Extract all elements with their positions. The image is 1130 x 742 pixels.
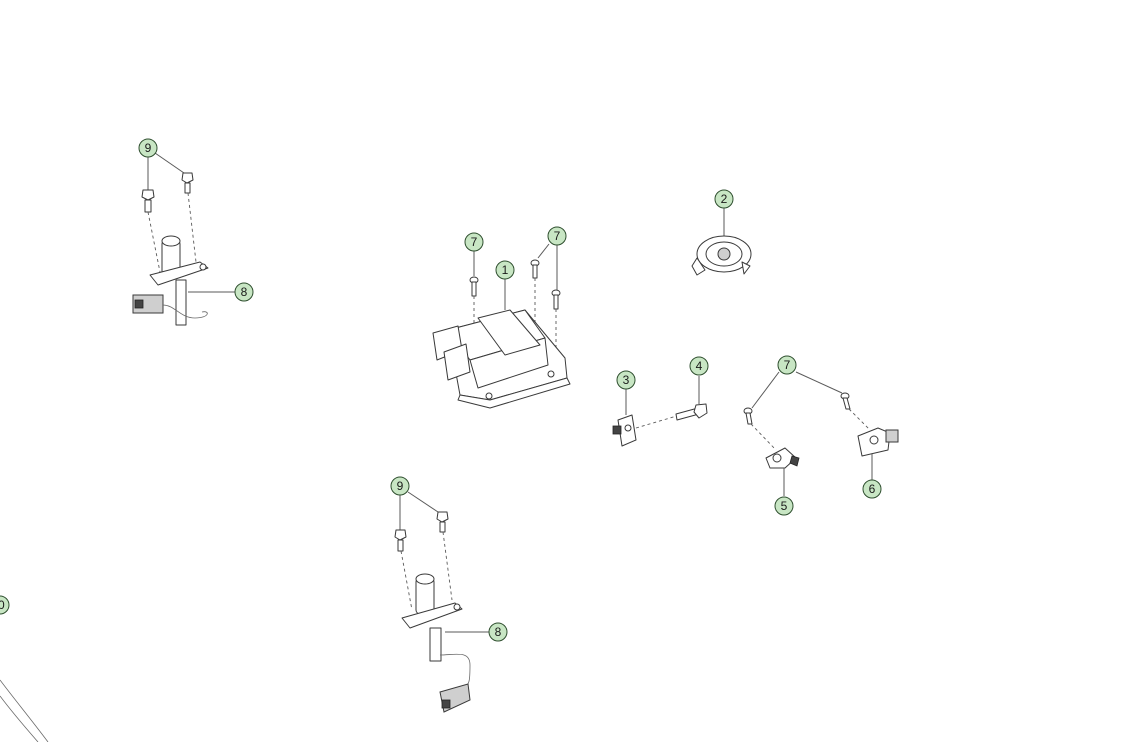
impact-sensor-3 bbox=[612, 389, 681, 447]
callout-3: 3 bbox=[616, 370, 636, 390]
callout-8-upper: 8 bbox=[234, 282, 254, 302]
side-sensor-group bbox=[743, 371, 899, 496]
svg-text:3: 3 bbox=[623, 373, 630, 387]
callout-7-module-left: 7 bbox=[464, 232, 484, 252]
svg-text:5: 5 bbox=[781, 499, 788, 513]
bolt-9-right bbox=[181, 172, 194, 194]
callout-1: 1 bbox=[495, 260, 515, 280]
screw-7-module-left bbox=[469, 276, 479, 297]
control-module bbox=[432, 243, 571, 409]
svg-text:6: 6 bbox=[869, 482, 876, 496]
svg-text:10: 10 bbox=[0, 598, 5, 612]
bolt-4 bbox=[675, 376, 708, 421]
callout-9-lower: 9 bbox=[390, 476, 410, 496]
sensor-assembly-lower bbox=[394, 491, 489, 713]
screw-7-sensor-left bbox=[743, 407, 753, 425]
bolt-9-lower-right bbox=[436, 511, 449, 533]
callout-10-partial: 10 bbox=[0, 595, 10, 615]
svg-text:7: 7 bbox=[784, 358, 791, 372]
screw-7-sensor-right bbox=[840, 392, 851, 410]
screw-7-module-right bbox=[551, 289, 561, 310]
callout-7-sensors: 7 bbox=[777, 355, 797, 375]
svg-text:2: 2 bbox=[721, 192, 728, 206]
callout-6: 6 bbox=[862, 479, 882, 499]
partial-arc-outline bbox=[0, 679, 49, 742]
svg-text:8: 8 bbox=[495, 625, 502, 639]
callout-5: 5 bbox=[774, 496, 794, 516]
sensor-assembly-upper-left bbox=[132, 152, 236, 326]
callout-8-lower: 8 bbox=[488, 622, 508, 642]
svg-text:7: 7 bbox=[554, 229, 561, 243]
callout-2: 2 bbox=[714, 189, 734, 209]
svg-text:1: 1 bbox=[502, 263, 509, 277]
svg-text:9: 9 bbox=[397, 479, 404, 493]
callout-9-upper: 9 bbox=[138, 138, 158, 158]
bolt-9-lower-left bbox=[394, 529, 407, 552]
svg-text:8: 8 bbox=[241, 285, 248, 299]
clock-spring-part bbox=[691, 208, 752, 276]
screw-7-module-mid bbox=[530, 259, 540, 279]
bolt-9-left bbox=[141, 189, 155, 213]
svg-text:4: 4 bbox=[696, 359, 703, 373]
svg-text:9: 9 bbox=[145, 141, 152, 155]
callout-7-module-right: 7 bbox=[547, 226, 567, 246]
svg-text:7: 7 bbox=[471, 235, 478, 249]
callout-4: 4 bbox=[689, 356, 709, 376]
